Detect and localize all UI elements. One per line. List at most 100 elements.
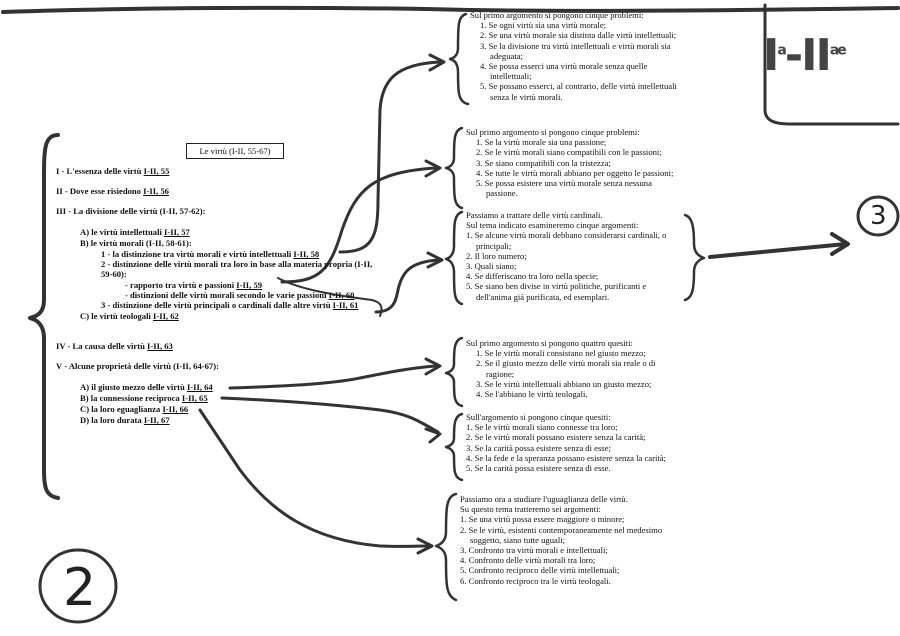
- outline-item: V - Alcune proprietà delle virtù (I-II, …: [56, 361, 219, 371]
- circle-3: [856, 195, 900, 237]
- box-line: 2. Il loro numero;: [466, 250, 527, 261]
- box-line: Sul primo argomento si pongono quattro q…: [466, 338, 633, 348]
- circle-2: [38, 548, 118, 624]
- box-line: passione.: [486, 188, 518, 199]
- box-line: 6. Confronto reciproco tra le virtù teol…: [460, 575, 611, 586]
- box4-brace: [444, 336, 464, 408]
- outline-item: C) la loro eguaglianza I-II, 66: [80, 404, 189, 414]
- outline-item: IV - La causa delle virtù I-II, 63: [56, 341, 173, 351]
- box-line: Passiamo ora a studiare l'uguaglianza de…: [460, 494, 628, 504]
- box1-brace: [448, 12, 470, 106]
- outline-item: - rapporto tra virtù e passioni I-II, 59: [125, 280, 263, 290]
- problem-box-5: Sull'argomento si pongono cinque quesiti…: [466, 412, 666, 473]
- arrow-to-circle3: [708, 242, 848, 259]
- box-line: 1. Se ogni virtù sia una virtù morale;: [480, 20, 607, 31]
- outline-item: 59-60):: [101, 269, 127, 279]
- box-line: soggetto, siano tutte uguali;: [470, 534, 565, 545]
- arrow-61-to-box3: [374, 258, 440, 314]
- outline-left-brace: [28, 133, 60, 500]
- problem-box-3: Passiamo a trattare delle virtù cardinal…: [466, 210, 666, 302]
- outline-item: 1 - la distinzione tra virtù morali e vi…: [101, 249, 320, 259]
- box-line: principali;: [476, 240, 512, 251]
- roman-two-sup: ae: [829, 42, 847, 59]
- box-line: Sull'argomento si pongono cinque quesiti…: [466, 412, 611, 422]
- box-line: 5. Se possano esserci, al contrario, del…: [480, 81, 677, 92]
- outline-item: A) le virtù intellettuali I-II, 57: [80, 227, 190, 237]
- arrow-65-to-box5: [220, 396, 440, 434]
- box-line: 3. Se la divisione tra virtù intellettua…: [480, 40, 671, 51]
- outline-item: C) le virtù teologali I-II, 62: [80, 311, 179, 321]
- box-line: Sul tema indicato esamineremo cinque arg…: [466, 220, 639, 231]
- box3-right-brace: [683, 213, 706, 302]
- box-line: Sul primo argomento si pongono cinque pr…: [470, 10, 644, 20]
- box-line: 1. Se alcune virtù morali debbano consid…: [466, 230, 667, 241]
- box-line: 1. Se una virtù possa essere maggiore o …: [460, 514, 625, 525]
- outline-item: II - Dove esse risiedono I-II, 56: [56, 186, 169, 196]
- box-line: 4. Se differiscano tra loro nella specie…: [466, 271, 599, 282]
- top-border-stroke: [1, 5, 900, 14]
- outline-item: I - L'essenza delle virtù I-II, 55: [56, 166, 170, 176]
- outline-item: 2 - distinzione delle virtù morali tra l…: [101, 259, 373, 269]
- box-line: 2. Se le virtù morali possano esistere s…: [466, 432, 646, 443]
- circle-number-2: 2: [63, 558, 97, 618]
- box-line: 1. Se le virtù morali siano connesse tra…: [466, 422, 618, 433]
- outline-item: B) la connessione reciproca I-II, 65: [80, 393, 208, 403]
- box-line: 1. Se le virtù morali consistano nel giu…: [476, 348, 646, 359]
- box-line: dell'anima già purificata, ed esemplari.: [476, 291, 610, 302]
- problem-box-6: Passiamo ora a studiare l'uguaglianza de…: [460, 494, 662, 586]
- box-line: 5. Se possa esistere una virtù morale se…: [476, 178, 652, 189]
- arrow-58-to-box1: [338, 60, 442, 254]
- box5-brace: [444, 412, 464, 482]
- roman-numeral-label: Ia-IIae: [763, 30, 847, 81]
- box-line: senza le virtù morali.: [490, 91, 563, 102]
- box-line: 5. Confronto reciproco delle virtù intel…: [460, 565, 620, 576]
- refs-bracket: [277, 277, 383, 317]
- box-line: Sul primo argomento si pongono cinque pr…: [466, 127, 640, 137]
- outline-item: - distinzioni delle virtù morali secondo…: [125, 290, 355, 300]
- box-line: Su questo tema tratteremo sei argomenti:: [460, 504, 601, 515]
- roman-two: II: [801, 30, 832, 81]
- box6-brace: [434, 492, 458, 602]
- box-line: 2. Se il giusto mezzo delle virtù morali…: [476, 358, 656, 369]
- box-line: adeguata;: [490, 50, 523, 61]
- roman-separator: -: [784, 30, 803, 81]
- outline-item: 3 - distinzione delle virtù principali o…: [101, 300, 359, 310]
- box-line: 5. Se siano ben divise in virtù politich…: [466, 281, 647, 292]
- box-line: 4. Se tutte le virtù morali abbiano per …: [476, 167, 674, 178]
- roman-one-sup: a: [777, 42, 787, 59]
- roman-frame: [763, 3, 900, 126]
- circle-number-3: 3: [870, 201, 887, 231]
- outline-item: D) la loro durata I-II, 67: [80, 415, 170, 425]
- roman-one: I: [763, 30, 779, 81]
- box-line: 4. Se la fede e la speranza possano esis…: [466, 452, 666, 463]
- box-line: intellettuali;: [490, 71, 532, 82]
- box-line: 2. Se le virtù morali siano compatibili …: [476, 147, 662, 158]
- box-line: 3. Se siano compatibili con la tristezza…: [476, 157, 611, 168]
- box-line: 3. Confronto tra virtù morali e intellet…: [460, 545, 608, 556]
- problem-box-1: Sul primo argomento si pongono cinque pr…: [470, 10, 677, 102]
- box-line: 5. Se la carità possa esistere senza di …: [466, 463, 611, 474]
- outline-item: A) il giusto mezzo delle virtù I-II, 64: [80, 382, 213, 392]
- box-line: 4. Se possa esserci una virtù morale sen…: [480, 61, 648, 72]
- outline-title: Le virtù (I-II, 55-67): [186, 143, 284, 159]
- box-line: 4. Se l'abbiano le virtù teologali.: [476, 389, 588, 400]
- box2-brace: [444, 126, 464, 210]
- problem-box-2: Sul primo argomento si pongono cinque pr…: [466, 127, 673, 198]
- box-line: ragione;: [486, 368, 515, 379]
- box-line: 1. Se la virtù morale sia una passione;: [476, 137, 607, 148]
- problem-box-4: Sul primo argomento si pongono quattro q…: [466, 338, 655, 399]
- box-line: 2. Se le virtù, esistenti contemporaneam…: [460, 524, 663, 535]
- arrow-64-to-box4: [228, 364, 438, 390]
- arrow-66-to-box6: [198, 408, 430, 548]
- outline-item: B) le virtù morali (I-II, 58-61):: [80, 238, 192, 248]
- arrow-59-to-box2: [280, 166, 438, 284]
- box-line: Passiamo a trattare delle virtù cardinal…: [466, 210, 603, 220]
- outline-item: III - La divisione delle virtù (I-II, 57…: [56, 206, 206, 216]
- box-line: 3. Se le virtù intellettuali abbiano un …: [476, 378, 652, 389]
- box-line: 2. Se una virtù morale sia distinta dall…: [480, 30, 677, 41]
- box-line: 3. Se la carità possa esistere senza di …: [466, 442, 611, 453]
- box-line: 4. Confronto delle virtù morali tra loro…: [460, 555, 596, 566]
- box-line: 3. Quali siano;: [466, 261, 517, 272]
- box3-brace: [444, 210, 464, 306]
